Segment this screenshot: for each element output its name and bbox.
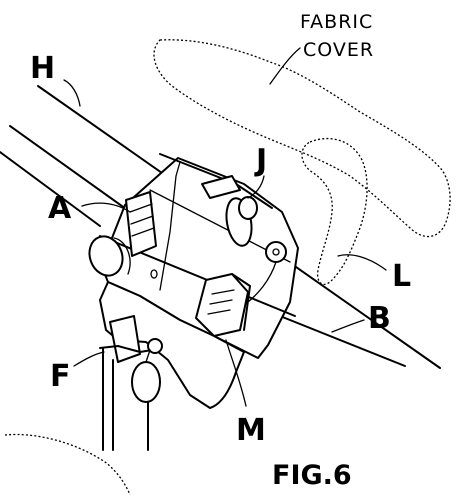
leader-h [63, 79, 81, 107]
lower-fabric-outline [4, 433, 131, 495]
clip-a-rib-2 [130, 215, 154, 225]
side-button-center [272, 248, 280, 256]
top-slot [201, 175, 241, 199]
tube-b-upper-line [0, 151, 101, 227]
bracket-inner-edge [159, 161, 181, 291]
leader-l [337, 254, 387, 271]
latch-m-line-2 [209, 299, 233, 305]
leader-m [225, 339, 247, 407]
side-button [265, 241, 287, 263]
latch-m-hinge [231, 273, 251, 331]
end-cap-knob [88, 235, 124, 277]
ring-lower-pin [145, 349, 151, 363]
clip-a-body [125, 191, 157, 257]
leader-a [81, 202, 131, 213]
latch-m-line-1 [211, 289, 235, 295]
clamp-f-pin [147, 338, 163, 354]
fabric-cover-outline [153, 39, 451, 238]
figure-title: FIG.6 [272, 460, 352, 491]
label-j: J [254, 143, 267, 178]
ring-j-pin [238, 196, 258, 220]
housing-hole [150, 269, 158, 279]
panel-l-outline [301, 138, 368, 285]
label-f: F [50, 359, 71, 394]
ring-lower [131, 361, 161, 403]
leader-f [73, 351, 105, 367]
clip-a-rib-3 [131, 227, 155, 237]
clip-a-rib-1 [129, 203, 153, 213]
leader-fabric-cover [269, 47, 301, 85]
latch-m-line-3 [207, 309, 231, 315]
label-l: L [392, 259, 411, 294]
clamp-f-strap [99, 345, 153, 353]
label-b: B [368, 301, 391, 336]
label-h: H [30, 51, 55, 86]
clamp-f [109, 315, 141, 363]
label-m: M [236, 413, 266, 448]
leader-j [247, 175, 265, 199]
label-fabric-cover-line1: FABRIC [300, 11, 373, 33]
end-cap-rim [113, 237, 131, 275]
leader-b [331, 319, 365, 333]
tube-b-line-mid [269, 311, 406, 367]
label-fabric-cover-line2: COVER [303, 39, 374, 61]
label-a: A [48, 191, 72, 226]
